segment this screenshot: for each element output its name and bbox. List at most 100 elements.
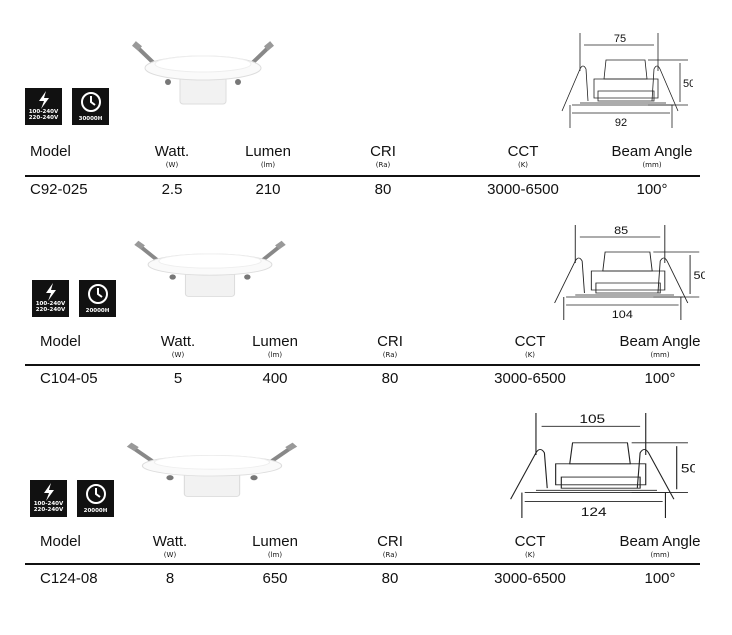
header-lumen-label: Lumen (245, 143, 291, 160)
voltage-badge: 100-240V 220-240V (32, 280, 69, 317)
header-cri-unit: (Ra) (375, 161, 391, 169)
cell-watt: 2.5 (161, 181, 183, 198)
lifetime-badge: 30000H (72, 88, 109, 125)
dimension-diagram: 85 50 104 (554, 225, 705, 320)
cell-lumen: 210 (255, 181, 281, 198)
cutout-dimension: 105 (579, 413, 605, 426)
header-cri-label: CRI (377, 533, 403, 550)
header-beam-label: Beam Angle (619, 533, 701, 550)
header-beam: Beam Angle (mm) (620, 333, 701, 359)
header-cct-unit: (K) (517, 161, 529, 169)
voltage-range-1: 100-240V (35, 301, 66, 307)
diameter-dimension: 124 (581, 504, 607, 518)
header-cct-label: CCT (514, 333, 546, 350)
voltage-range-2: 220-240V (33, 507, 64, 513)
header-beam: Beam Angle (mm) (620, 533, 701, 559)
cell-watt: 8 (165, 570, 175, 587)
header-model: Model (40, 533, 81, 550)
cell-beam: 100° (644, 370, 676, 387)
header-cct-unit: (K) (524, 551, 536, 559)
voltage-range-1: 100-240V (33, 501, 64, 507)
voltage-range-2: 220-240V (28, 115, 59, 121)
header-beam-label: Beam Angle (611, 143, 693, 160)
cell-model: C124-08 (40, 570, 98, 587)
table-divider (25, 175, 700, 177)
header-cri: CRI (Ra) (370, 143, 396, 169)
header-watt: Watt. (W) (153, 533, 187, 559)
lightning-icon (43, 483, 54, 501)
clock-icon (80, 92, 101, 112)
header-cri-label: CRI (377, 333, 403, 350)
header-cct: CCT (K) (515, 333, 546, 359)
header-cri-label: CRI (370, 143, 396, 160)
header-lumen-unit: (lm) (267, 551, 283, 559)
header-model-label: Model (40, 533, 81, 550)
header-beam: Beam Angle (mm) (612, 143, 693, 169)
header-beam-label: Beam Angle (619, 333, 701, 350)
voltage-range-2: 220-240V (35, 307, 66, 313)
table-divider (25, 563, 700, 565)
header-lumen: Lumen (lm) (252, 533, 298, 559)
lightning-icon (45, 283, 56, 301)
cell-cct: 3000-6500 (494, 570, 566, 587)
dimension-diagram: 75 50 92 (561, 33, 693, 128)
header-lumen-label: Lumen (252, 533, 298, 550)
cutout-dimension: 75 (614, 33, 626, 45)
header-cri: CRI (Ra) (377, 333, 403, 359)
header-cri-unit: (Ra) (382, 351, 398, 359)
header-watt-unit: (W) (171, 351, 185, 359)
header-cct: CCT (K) (508, 143, 539, 169)
header-watt-label: Watt. (154, 143, 190, 160)
dimension-diagram: 105 50 124 (510, 413, 695, 518)
lifetime-hours: 30000H (78, 116, 103, 122)
lightning-icon (38, 91, 49, 109)
voltage-badge: 100-240V 220-240V (25, 88, 62, 125)
height-dimension: 50 (683, 78, 693, 90)
cell-model: C104-05 (40, 370, 98, 387)
diameter-dimension: 104 (612, 308, 633, 320)
lifetime-badge: 20000H (79, 280, 116, 317)
header-watt: Watt. (W) (161, 333, 195, 359)
lifetime-hours: 20000H (85, 308, 110, 314)
header-lumen-unit: (lm) (267, 351, 283, 359)
cell-model: C92-025 (30, 181, 88, 198)
cell-cri: 80 (381, 570, 399, 587)
clock-icon (85, 484, 106, 504)
header-cri: CRI (Ra) (377, 533, 403, 559)
downlight-product-image (132, 41, 274, 105)
clock-icon (87, 284, 108, 304)
header-beam-unit: (mm) (650, 551, 670, 559)
cell-cri: 80 (381, 370, 399, 387)
header-beam-unit: (mm) (642, 161, 662, 169)
cell-cri: 80 (374, 181, 392, 198)
downlight-product-image (126, 442, 298, 497)
header-cct-label: CCT (514, 533, 546, 550)
header-cct-unit: (K) (524, 351, 536, 359)
header-lumen: Lumen (lm) (245, 143, 291, 169)
header-model: Model (40, 333, 81, 350)
cell-cct: 3000-6500 (487, 181, 559, 198)
header-beam-unit: (mm) (650, 351, 670, 359)
header-model: Model (30, 143, 71, 160)
header-watt-label: Watt. (160, 333, 196, 350)
header-watt: Watt. (W) (155, 143, 189, 169)
height-dimension: 50 (681, 461, 695, 475)
header-model-label: Model (30, 143, 71, 160)
cell-lumen: 650 (262, 570, 288, 587)
header-watt-unit: (W) (163, 551, 177, 559)
diameter-dimension: 92 (615, 117, 627, 128)
voltage-badge: 100-240V 220-240V (30, 480, 67, 517)
lifetime-badge: 20000H (77, 480, 114, 517)
header-watt-label: Watt. (152, 533, 188, 550)
cell-beam: 100° (636, 181, 668, 198)
header-cct-label: CCT (507, 143, 539, 160)
cell-watt: 5 (173, 370, 183, 387)
cell-lumen: 400 (262, 370, 288, 387)
downlight-product-image (134, 240, 286, 297)
height-dimension: 50 (694, 269, 705, 282)
header-lumen: Lumen (lm) (252, 333, 298, 359)
cutout-dimension: 85 (614, 225, 628, 237)
header-watt-unit: (W) (165, 161, 179, 169)
cell-beam: 100° (644, 570, 676, 587)
